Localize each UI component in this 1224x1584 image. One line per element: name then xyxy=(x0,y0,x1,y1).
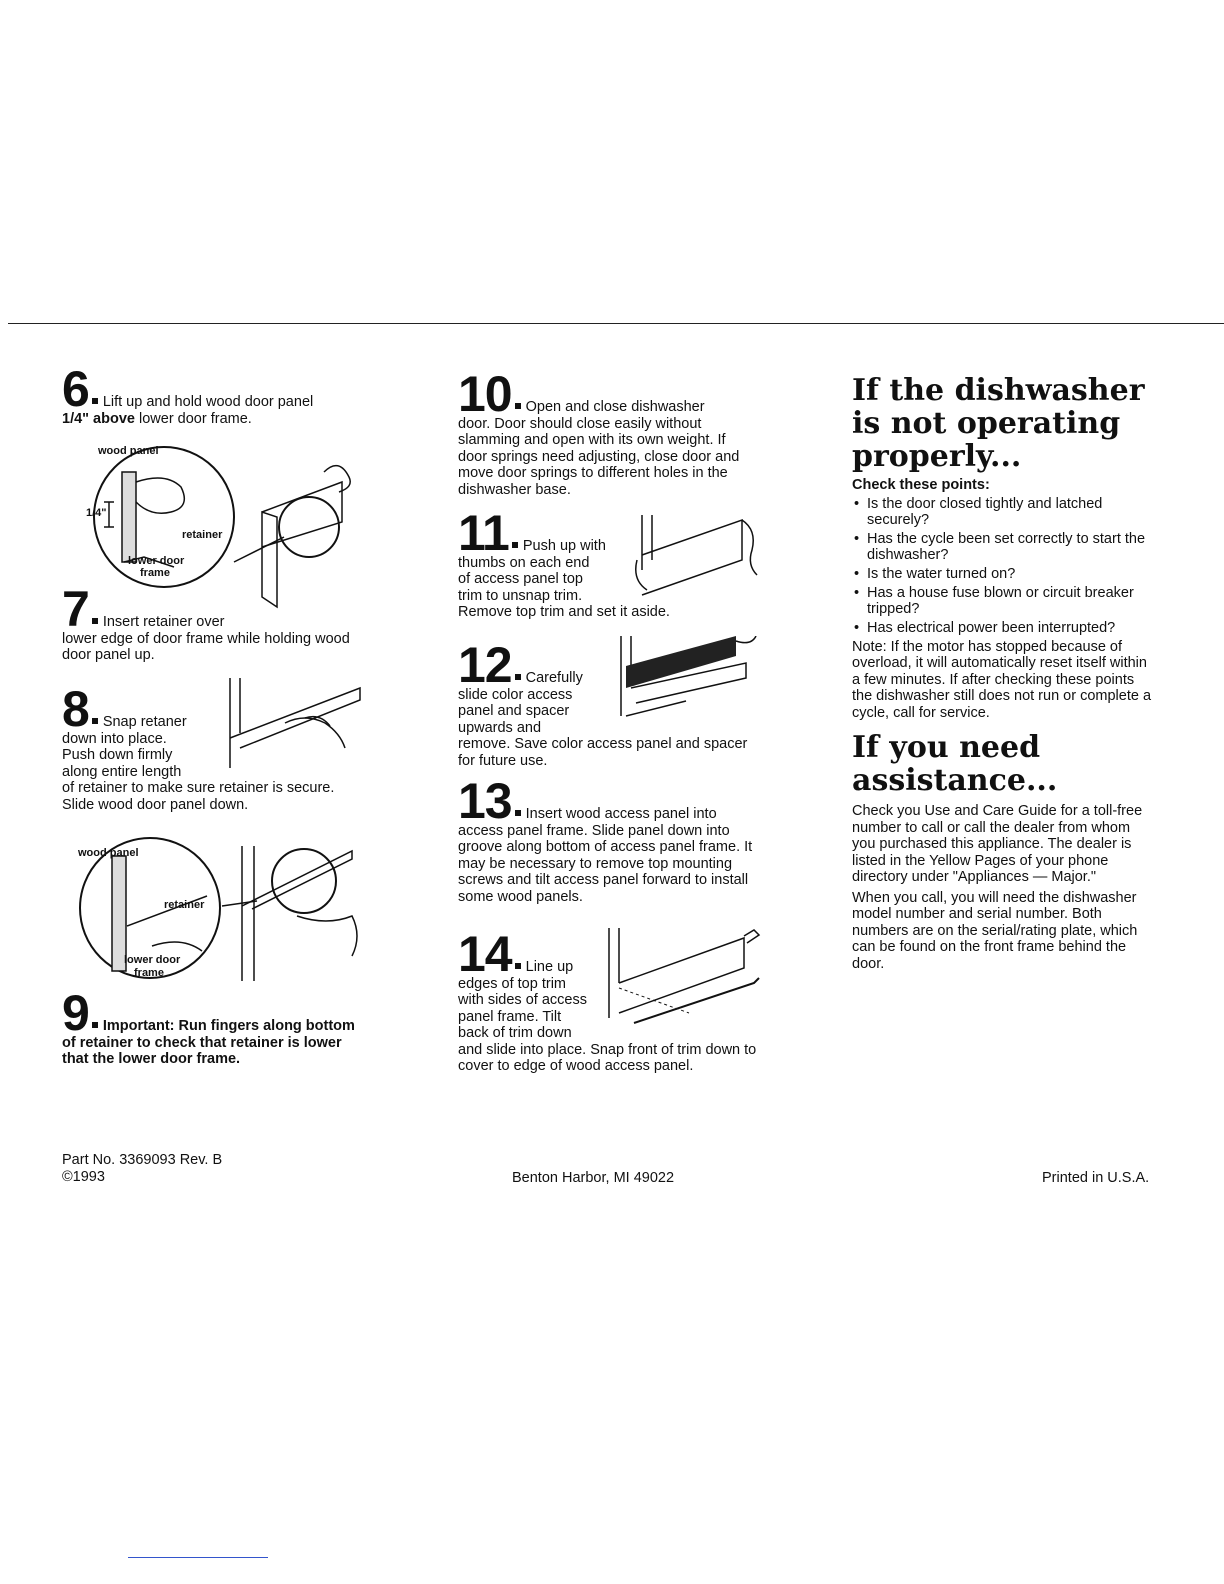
overload-note: Note: If the motor has stopped because o… xyxy=(852,638,1152,721)
check-points-label: Check these points: xyxy=(852,477,990,493)
illustration-top-trim xyxy=(635,515,758,596)
illustration-slide-panel: wood panel retainer lower door frame xyxy=(77,837,358,981)
step-14-text-4: panel frame. Tilt xyxy=(458,1008,562,1025)
troubleshooting-section: If the dishwasher is not operating prope… xyxy=(852,374,1154,972)
step-13-text-2: access panel frame. Slide panel down int… xyxy=(458,822,753,905)
check-point: Is the door closed tightly and latched s… xyxy=(852,496,1154,528)
step-14-text: Line up xyxy=(525,959,574,975)
step-9-number: 9 xyxy=(62,985,90,1041)
check-points-list: Is the door closed tightly and latched s… xyxy=(852,496,1154,636)
step-12-text-3: panel and spacer xyxy=(458,703,570,719)
step-8-text-4: along entire length xyxy=(62,763,182,780)
step-6-measure: 1/4" above xyxy=(62,410,135,427)
part-number: Part No. 3369093 Rev. B xyxy=(62,1152,223,1168)
footer-printed: Printed in U.S.A. xyxy=(1042,1170,1150,1186)
step-8-text: Snap retaner xyxy=(102,714,187,730)
assistance-text-2: When you call, you will need the dishwas… xyxy=(852,889,1138,972)
step-8-text-3: Push down firmly xyxy=(62,747,173,763)
illustration-retainer-install: wood panel 1/4" retainer lower door fram… xyxy=(86,445,351,609)
step-10-number: 10 xyxy=(458,366,513,422)
illustration-snap-retainer xyxy=(229,678,361,768)
step-11-text-4: trim to unsnap trim. xyxy=(458,587,583,604)
step-14-text-2: edges of top trim xyxy=(458,975,566,992)
ill1-wood-panel-label: wood panel xyxy=(97,445,159,457)
step-8-text-5: of retainer to make sure retainer is sec… xyxy=(62,780,335,813)
step-8-number: 8 xyxy=(62,681,90,737)
illustration-access-panel xyxy=(620,636,757,717)
bottom-link-line xyxy=(128,1557,268,1558)
footer-part: Part No. 3369093 Rev. B ©1993 xyxy=(62,1152,222,1186)
step-14-text-6: and slide into place. Snap front of trim… xyxy=(458,1041,757,1075)
step-12-text-5: remove. Save color access panel and spac… xyxy=(458,736,748,769)
step-11-text-2: thumbs on each end xyxy=(458,554,590,571)
ill2-lower-door-label: lower door xyxy=(124,954,181,966)
step-12-text-2: slide color access xyxy=(458,686,573,703)
step-11-number: 11 xyxy=(458,505,510,561)
step-7-number: 7 xyxy=(62,581,90,637)
step-6-text: Lift up and hold wood door panel xyxy=(102,394,314,410)
step-14-text-5: back of trim down xyxy=(458,1025,572,1041)
copyright: ©1993 xyxy=(62,1169,105,1185)
ill1-retainer-label: retainer xyxy=(182,529,223,541)
check-point: Has electrical power been interrupted? xyxy=(852,620,1154,636)
step-11-text-3: of access panel top xyxy=(458,571,583,587)
step-13-text: Insert wood access panel into xyxy=(525,806,717,822)
heading-need-assistance: If you need assistance... xyxy=(852,730,1058,798)
step-12-number: 12 xyxy=(458,637,513,693)
ill1-frame-label: frame xyxy=(140,567,170,579)
check-point: Has the cycle been set correctly to star… xyxy=(852,531,1154,563)
step-8-text-2: down into place. xyxy=(62,730,167,747)
ill1-lower-door-label: lower door xyxy=(128,555,185,567)
step-9-text: Important: Run fingers along bottom of r… xyxy=(62,1018,355,1067)
check-point: Has a house fuse blown or circuit breake… xyxy=(852,585,1154,617)
step-12-text-4: upwards and xyxy=(458,719,542,736)
illustration-snap-trim xyxy=(608,928,761,1024)
ill1-quarter-label: 1/4" xyxy=(86,507,107,519)
ill2-wood-panel-label: wood panel xyxy=(77,847,139,859)
footer-city: Benton Harbor, MI 49022 xyxy=(512,1170,675,1186)
ill2-retainer-label: retainer xyxy=(164,899,205,911)
check-point: Is the water turned on? xyxy=(852,566,1154,582)
step-12-text: Carefully xyxy=(525,670,583,686)
step-11-text-5: Remove top trim and set it aside. xyxy=(458,604,670,620)
step-11-text: Push up with xyxy=(522,538,606,554)
heading-not-operating: If the dishwasher is not operating prope… xyxy=(852,373,1145,474)
top-rule xyxy=(8,323,1224,324)
step-10-text-2: door. Door should close easily without s… xyxy=(458,415,740,498)
step-6-text-2: lower door frame. xyxy=(134,410,252,427)
assistance-text-1: Check you Use and Care Guide for a toll-… xyxy=(852,803,1143,885)
step-6-number: 6 xyxy=(62,361,90,417)
step-7-text-2: lower edge of door frame while holding w… xyxy=(62,630,350,664)
step-13-number: 13 xyxy=(458,773,513,829)
step-7-text: Insert retainer over xyxy=(102,614,225,630)
step-14-number: 14 xyxy=(458,926,513,982)
step-14-text-3: with sides of access xyxy=(458,992,587,1008)
ill2-frame-label: frame xyxy=(134,967,164,979)
step-10-text: Open and close dishwasher xyxy=(525,399,705,415)
